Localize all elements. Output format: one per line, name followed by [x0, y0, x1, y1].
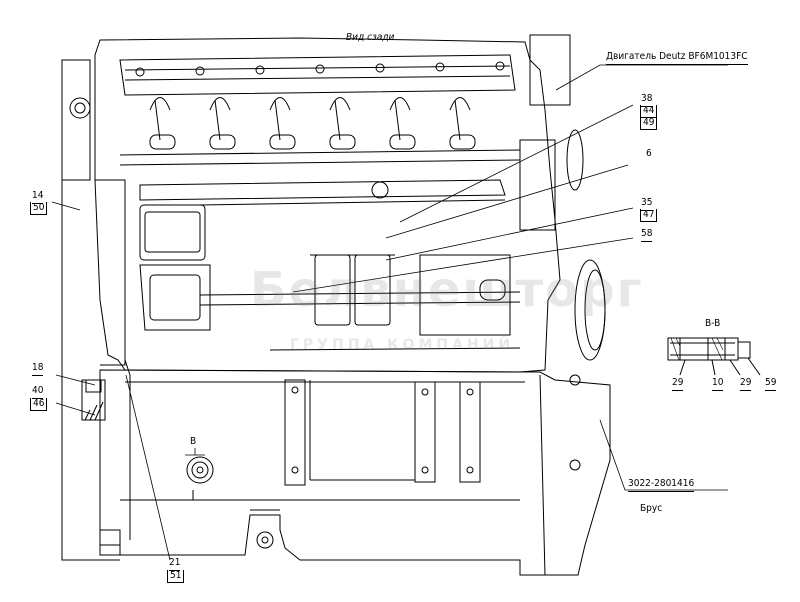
callout-18: 18: [32, 362, 44, 376]
callout-44: 44: [640, 105, 658, 118]
callout-46: 46: [30, 398, 48, 411]
callout-6: 6: [646, 148, 652, 159]
section-title-bb: B-B: [705, 318, 721, 329]
callout-47: 47: [640, 209, 658, 222]
view-title: Вид сзади: [346, 32, 395, 43]
section-callout-29-left: 29: [672, 377, 684, 391]
beam-code: 3022-2801416: [628, 478, 695, 492]
section-mark-b: B: [190, 436, 197, 447]
callout-38: 38: [641, 93, 653, 107]
engine-block: [61, 34, 606, 561]
callout-40: 40: [32, 385, 44, 399]
section-callout-29-right: 29: [740, 377, 752, 391]
leader-lines: [51, 64, 728, 561]
engine-label: Двигатель Deutz BF6M1013FC: [606, 51, 748, 65]
callout-14: 14: [32, 190, 44, 204]
section-callout-10: 10: [712, 377, 724, 391]
callout-58: 58: [641, 228, 653, 242]
callout-49: 49: [640, 117, 658, 130]
callout-51: 51: [167, 570, 185, 583]
frame-beam: [81, 359, 611, 576]
watermark-brand: Белвнешторг: [250, 262, 644, 318]
watermark-subtitle: ГРУППА КОМПАНИЙ: [290, 337, 515, 353]
callout-50: 50: [30, 202, 48, 215]
callout-21: 21: [169, 557, 181, 571]
section-callout-59: 59: [765, 377, 777, 391]
beam-name: Брус: [640, 503, 663, 514]
callout-35: 35: [641, 197, 653, 211]
section-bb: [667, 337, 761, 376]
